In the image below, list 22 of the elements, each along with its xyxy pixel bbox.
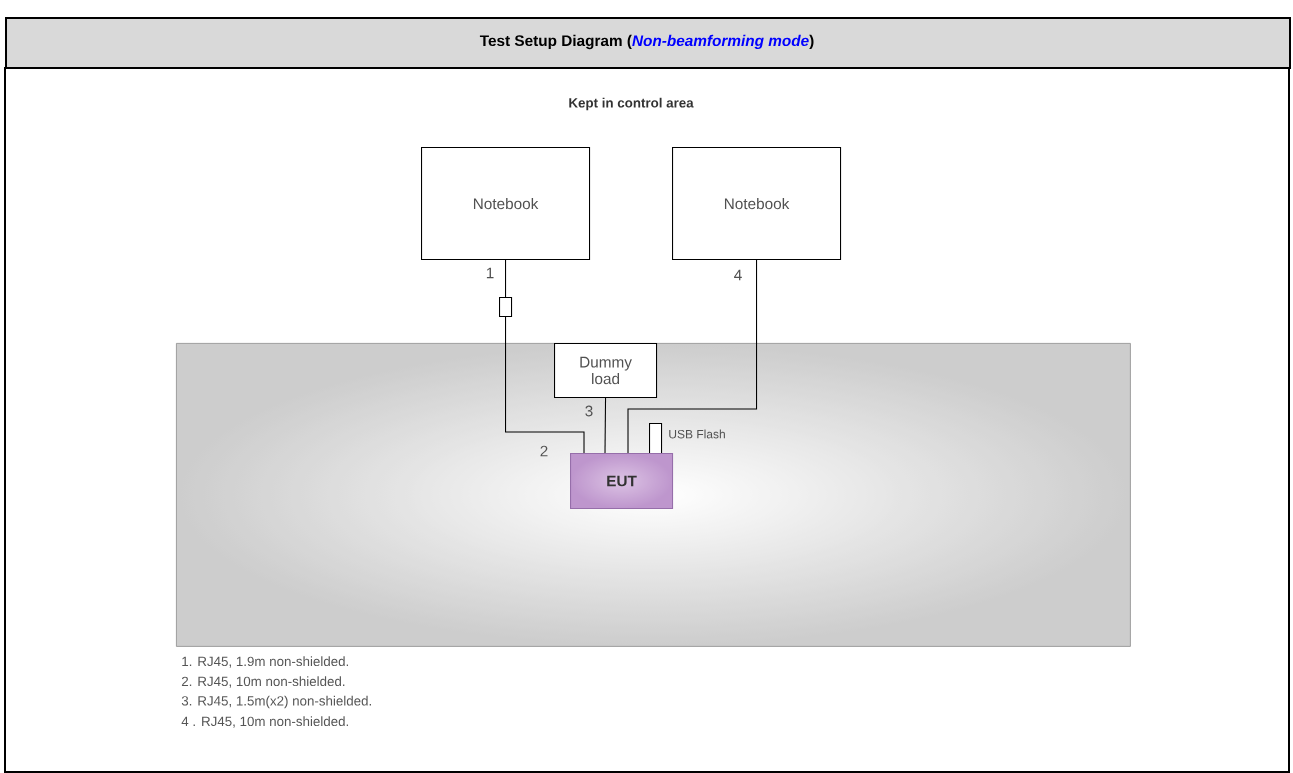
cable-line: [627, 259, 758, 454]
cable-note: 4 . RJ45, 10m non-shielded.: [181, 716, 348, 728]
beside-label: USB Flash: [669, 429, 725, 439]
cable-number: 4: [734, 269, 742, 281]
connector-box: [649, 423, 663, 455]
cable-number: 2: [540, 445, 548, 457]
title: Test Setup Diagram (Non-beamforming mode): [479, 34, 814, 50]
connector-box: [499, 297, 513, 318]
cable-line: [604, 397, 607, 454]
cable-note: 2. RJ45, 10m non-shielded.: [181, 676, 345, 688]
device-box: Dummy load: [554, 343, 658, 399]
cable-line: [505, 259, 507, 298]
cable-note: 3. RJ45, 1.5m(x2) non-shielded.: [181, 695, 371, 709]
cable-number: 1: [486, 267, 494, 279]
eut-box: EUT: [570, 453, 674, 510]
cable-line: [505, 316, 585, 454]
cable-number: 3: [585, 405, 593, 417]
cable-note: 1. RJ45, 1.9m non-shielded.: [182, 656, 349, 668]
control-area: [176, 343, 1131, 647]
area-heading: Kept in control area: [569, 97, 694, 111]
device-box: Notebook: [421, 147, 591, 261]
device-box: Notebook: [672, 147, 842, 261]
